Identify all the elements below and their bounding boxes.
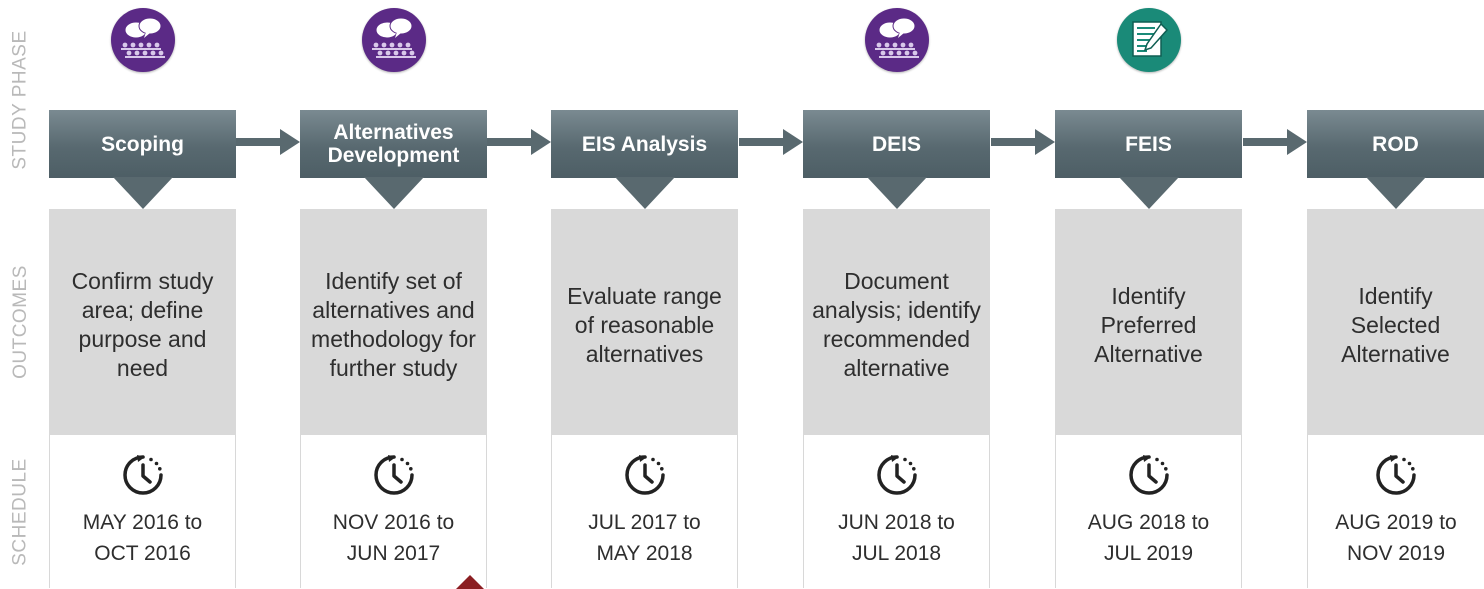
meeting-icon xyxy=(110,8,175,72)
phase-title: DEIS xyxy=(803,110,990,178)
phase-down-arrow xyxy=(1118,177,1179,209)
phase-column-deis: DEIS Document analysis; identify recomme… xyxy=(803,0,990,588)
clock-icon xyxy=(876,455,917,495)
outcome-text: Identify set of alternatives and methodo… xyxy=(300,209,487,435)
connector-arrow xyxy=(487,129,551,155)
outcome-text: Confirm study area; define purpose and n… xyxy=(49,209,236,435)
connector-arrow xyxy=(1243,129,1307,155)
outcome-text: Evaluate range of reasonable alternative… xyxy=(551,209,738,435)
clock-icon xyxy=(122,455,163,495)
phase-title: ROD xyxy=(1307,110,1484,178)
connector-arrow xyxy=(236,129,300,155)
phase-title: Scoping xyxy=(49,110,236,178)
clock-icon xyxy=(624,455,665,495)
clock-icon xyxy=(373,455,414,495)
document-edit-icon xyxy=(1116,8,1181,72)
phase-column-scoping: Scoping Confirm study area; define purpo… xyxy=(49,0,236,588)
meeting-icon xyxy=(361,8,426,72)
phase-down-arrow xyxy=(112,177,173,209)
phase-title: Alternatives Development xyxy=(300,110,487,178)
outcome-text: Identify Preferred Alternative xyxy=(1055,209,1242,435)
current-position-marker xyxy=(456,575,484,589)
clock-icon xyxy=(1128,455,1169,495)
phase-column-alternatives-development: Alternatives Development Identify set of… xyxy=(300,0,487,588)
phase-column-rod: ROD Identify Selected Alternative AUG 20… xyxy=(1307,0,1484,588)
outcome-text: Document analysis; identify recommended … xyxy=(803,209,990,435)
meeting-icon xyxy=(864,8,929,72)
phase-down-arrow xyxy=(1365,177,1426,209)
phase-down-arrow xyxy=(363,177,424,209)
phase-title: EIS Analysis xyxy=(551,110,738,178)
phase-column-eis-analysis: EIS Analysis Evaluate range of reasonabl… xyxy=(551,0,738,588)
row-label-outcomes: OUTCOMES xyxy=(10,265,31,379)
phase-column-feis: FEIS Identify Preferred Alternative AUG … xyxy=(1055,0,1242,588)
connector-arrow xyxy=(991,129,1055,155)
phase-down-arrow xyxy=(866,177,927,209)
row-label-study-phase: STUDY PHASE xyxy=(10,30,31,170)
phase-title: FEIS xyxy=(1055,110,1242,178)
outcome-text: Identify Selected Alternative xyxy=(1307,209,1484,435)
row-label-schedule: SCHEDULE xyxy=(10,457,32,566)
phase-down-arrow xyxy=(614,177,675,209)
connector-arrow xyxy=(739,129,803,155)
clock-icon xyxy=(1376,455,1416,495)
